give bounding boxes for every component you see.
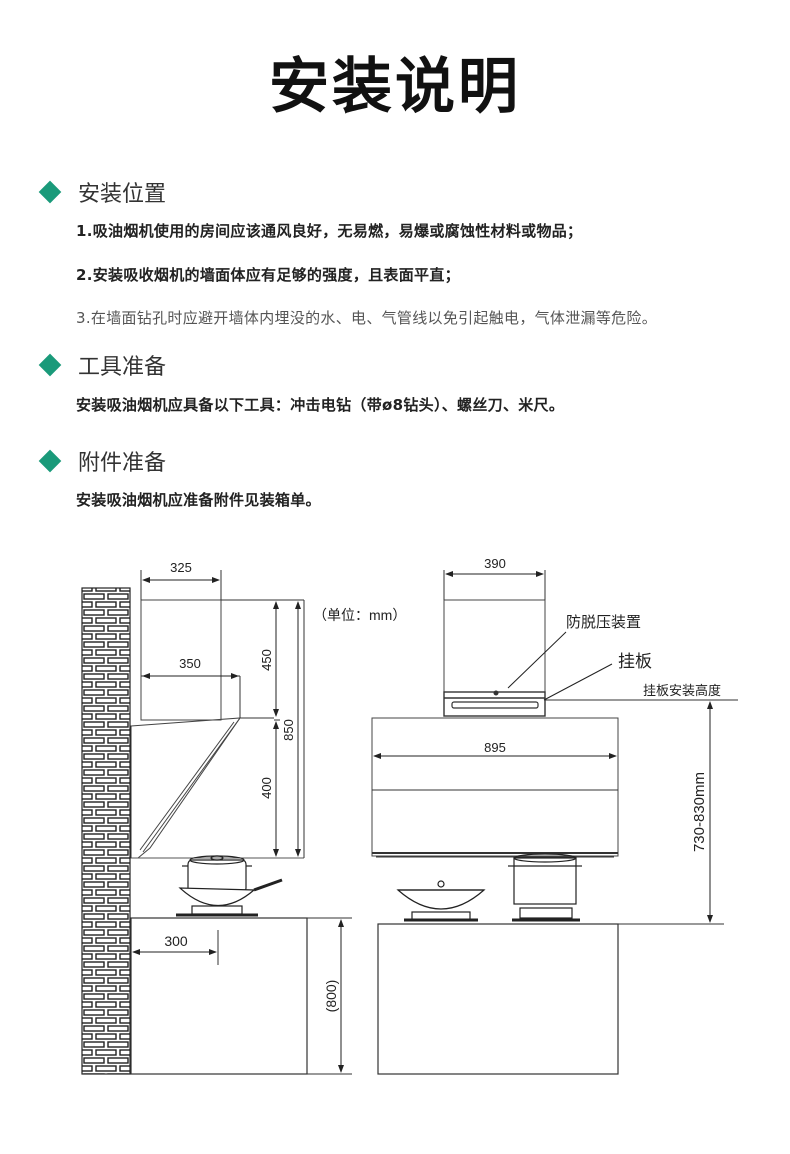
dim-front-height-range: 730-830mm [691,772,708,852]
dim-side-height-upper: 450 [259,649,274,671]
label-hanging-plate: 挂板 [618,652,652,671]
section-heading-text: 附件准备 [78,451,167,476]
label-hanging-plate-height: 挂板安装高度 [643,683,721,698]
side-view [81,570,352,1075]
label-anti-pressure-device: 防脱压装置 [566,614,641,631]
side-hood-upper-box [140,599,222,721]
install-position-line-2: 2.安装吸收烟机的墙面体应有足够的强度，且表面平直； [76,266,460,284]
dim-front-width-top: 390 [484,556,506,571]
section-heading-accessories: 附件准备 [38,445,166,477]
page-title: 安装说明 [269,52,521,122]
front-chimney [443,599,546,693]
dim-side-height-total: 850 [281,719,296,741]
section-heading-tools: 工具准备 [38,349,166,381]
dim-side-counter-depth: 300 [164,933,188,949]
front-view [371,570,738,1075]
tools-line-1: 安装吸油烟机应具备以下工具：冲击电钻（带ø8钻头）、螺丝刀、米尺。 [76,396,565,414]
dim-front-width-main: 895 [484,740,506,755]
dim-side-width-mid: 350 [179,656,201,671]
front-cookware [396,853,582,922]
side-counter [130,917,308,1075]
dim-side-height-lower: 400 [259,777,274,799]
accessories-line-1: 安装吸油烟机应准备附件见装箱单。 [76,491,321,509]
install-position-line-3: 3.在墙面钻孔时应避开墙体内埋没的水、电、气管线以免引起触电，气体泄漏等危险。 [76,309,658,327]
dim-side-counter-height: (800) [323,980,339,1013]
section-heading-text: 安装位置 [78,182,167,207]
brick-wall [81,587,131,1075]
side-cookware [178,855,283,917]
dim-side-width-top: 325 [170,560,192,575]
section-heading-install-position: 安装位置 [38,176,166,208]
front-counter [377,923,619,1075]
install-position-line-1: 1.吸油烟机使用的房间应该通风良好，无易燃，易爆或腐蚀性材料或物品； [76,222,583,240]
front-hanging-bracket [443,691,546,717]
front-hood-body [371,717,619,857]
unit-label: （单位：mm） [313,607,406,623]
section-heading-text: 工具准备 [78,355,167,380]
